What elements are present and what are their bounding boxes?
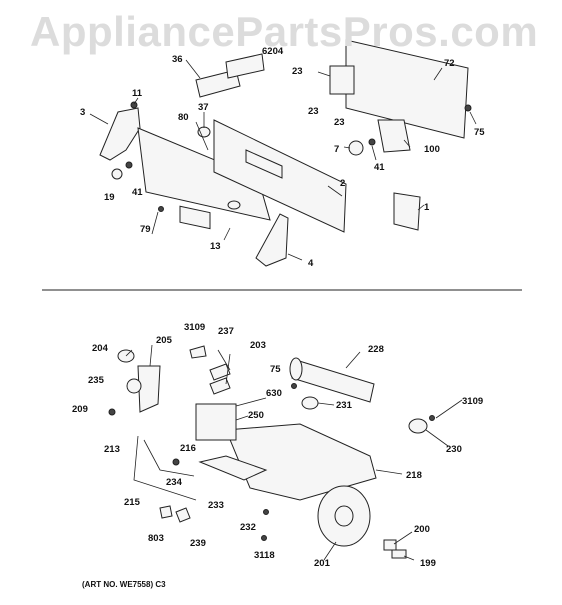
label-75-bottom: 75 xyxy=(270,364,281,375)
part-231 xyxy=(301,396,319,410)
label-205: 205 xyxy=(156,335,173,346)
part-803 xyxy=(159,505,173,519)
part-233-plate xyxy=(198,455,268,481)
label-3118: 3118 xyxy=(254,550,275,561)
part-213-harness xyxy=(143,439,195,477)
label-213: 213 xyxy=(104,444,120,455)
label-41-right: 41 xyxy=(374,162,385,173)
part-11-screw xyxy=(130,101,138,109)
label-23-b: 23 xyxy=(308,106,319,117)
part-205-bracket xyxy=(137,365,161,413)
label-232: 232 xyxy=(240,522,256,533)
label-37: 37 xyxy=(198,102,209,113)
label-4: 4 xyxy=(308,258,314,269)
label-203: 203 xyxy=(250,340,266,351)
label-3: 3 xyxy=(80,107,85,118)
part-75-screw-bottom xyxy=(291,383,297,389)
part-215-harness xyxy=(133,435,197,501)
part-19-knob xyxy=(111,168,123,180)
part-frame-window xyxy=(245,149,283,179)
label-201: 201 xyxy=(314,558,331,569)
part-41-clip-right xyxy=(368,138,376,146)
label-228: 228 xyxy=(368,344,384,355)
label-230: 230 xyxy=(446,444,462,455)
part-75-screw-top xyxy=(464,104,472,112)
label-23-a: 23 xyxy=(292,66,303,77)
part-79-screw xyxy=(158,206,164,212)
label-231: 231 xyxy=(336,400,353,411)
label-1: 1 xyxy=(424,202,430,213)
label-72: 72 xyxy=(444,58,455,69)
label-75-top: 75 xyxy=(474,127,485,138)
label-233: 233 xyxy=(208,500,224,511)
label-204: 204 xyxy=(92,343,109,354)
label-250: 250 xyxy=(248,410,264,421)
part-1-card xyxy=(393,192,421,231)
label-7: 7 xyxy=(334,144,339,155)
leader-lines xyxy=(89,59,477,561)
part-201-hub xyxy=(334,505,354,527)
part-209 xyxy=(108,408,116,416)
part-switch-assembly xyxy=(225,53,265,79)
part-232 xyxy=(263,509,269,515)
part-37 xyxy=(197,126,211,138)
part-250-motor xyxy=(195,403,237,441)
label-199: 199 xyxy=(420,558,436,569)
label-237: 237 xyxy=(218,326,234,337)
part-41-clip-left xyxy=(125,161,133,169)
label-218: 218 xyxy=(406,470,422,481)
label-100: 100 xyxy=(424,144,440,155)
label-19: 19 xyxy=(104,192,115,203)
part-3109-right xyxy=(429,415,435,421)
label-11: 11 xyxy=(132,88,143,99)
part-239 xyxy=(175,507,191,523)
label-234: 234 xyxy=(166,477,183,488)
label-41-left: 41 xyxy=(132,187,143,198)
label-79: 79 xyxy=(140,224,151,235)
part-panel-window xyxy=(179,205,211,230)
part-bracket xyxy=(255,213,289,267)
part-panel-hole xyxy=(227,200,241,210)
label-235: 235 xyxy=(88,375,105,386)
label-216: 216 xyxy=(180,443,196,454)
part-228-end xyxy=(289,357,303,381)
label-215: 215 xyxy=(124,497,141,508)
part-235 xyxy=(126,378,142,394)
label-6204: 6204 xyxy=(262,46,284,57)
label-13: 13 xyxy=(210,241,221,252)
part-3109-left xyxy=(189,345,207,359)
label-803: 803 xyxy=(148,533,164,544)
part-200 xyxy=(383,539,397,551)
part-199 xyxy=(391,549,407,559)
part-218-housing xyxy=(225,423,377,501)
label-2: 2 xyxy=(340,178,345,189)
label-3109-left: 3109 xyxy=(184,322,205,333)
label-239: 239 xyxy=(190,538,206,549)
label-630: 630 xyxy=(266,388,282,399)
label-209: 209 xyxy=(72,404,88,415)
part-end-cap xyxy=(99,107,141,161)
label-36: 36 xyxy=(172,54,183,65)
part-7-knob xyxy=(348,140,364,156)
watermark: AppliancePartsPros.com xyxy=(30,8,539,55)
part-228-duct xyxy=(291,359,375,403)
part-203-b xyxy=(209,377,231,395)
label-200: 200 xyxy=(414,524,430,535)
label-80: 80 xyxy=(178,112,189,123)
label-3109-right: 3109 xyxy=(462,396,483,407)
part-3118 xyxy=(261,535,267,541)
part-230 xyxy=(408,418,428,434)
part-80-wire xyxy=(195,121,209,151)
part-100-switch xyxy=(377,119,411,153)
part-23-bracket xyxy=(329,65,355,95)
part-234 xyxy=(172,458,180,466)
part-203-a xyxy=(209,363,231,381)
art-number: (ART NO. WE7558) C3 xyxy=(82,580,166,589)
label-23-c: 23 xyxy=(334,117,345,128)
